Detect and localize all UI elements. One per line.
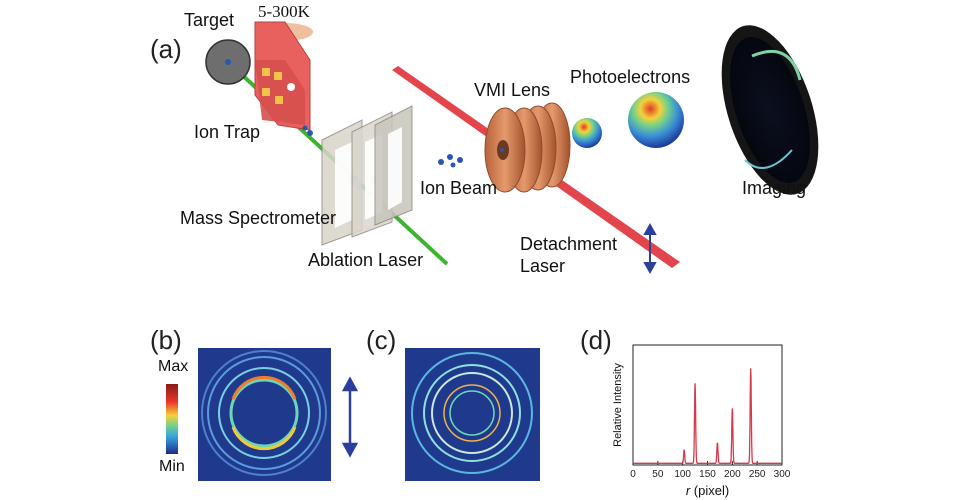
polarization-arrow-a — [643, 222, 657, 275]
photoelectron-sphere-small — [572, 118, 602, 148]
x-tick-label: 100 — [674, 469, 691, 480]
photoelectron-sphere-large — [628, 92, 684, 148]
x-tick-label: 50 — [652, 469, 664, 480]
label-photoelectrons: Photoelectrons — [570, 67, 691, 87]
reconstructed-image-c — [405, 348, 540, 481]
panel-label-d: (d) — [580, 325, 612, 355]
vmi-lens — [484, 102, 571, 193]
label-target: Target — [184, 10, 235, 30]
label-imaging: Imaging — [742, 178, 807, 198]
polarization-arrow-b — [341, 376, 359, 458]
x-tick-label: 200 — [724, 469, 741, 480]
spectrum-line — [633, 368, 782, 464]
label-detachment: Detachment — [520, 234, 618, 254]
panel-label-c: (c) — [366, 325, 397, 355]
raw-image-b — [198, 348, 331, 481]
photoelectron-spectrum-chart: 0 50 100 150 200 250 300 r (pixel) Relative Inte… — [612, 344, 791, 498]
imaging-detector — [721, 25, 819, 195]
colorbar-max-label: Max — [158, 358, 189, 375]
colorbar-min-label: Min — [159, 458, 185, 475]
x-tick-label: 250 — [749, 469, 766, 480]
label-ion-beam: Ion Beam — [420, 178, 498, 198]
panel-label-b: (b) — [150, 325, 182, 355]
label-laser: Laser — [520, 256, 566, 276]
label-ion-trap: Ion Trap — [194, 122, 261, 142]
label-ablation-laser: Ablation Laser — [308, 250, 424, 270]
x-tick-label: 150 — [699, 469, 716, 480]
y-axis-label: Relative Intensity — [612, 363, 624, 447]
colorbar — [166, 384, 178, 454]
mass-spectrometer-plates — [321, 105, 413, 246]
label-mass-spectrometer: Mass Spectrometer — [180, 208, 337, 228]
x-tick-label: 300 — [774, 469, 791, 480]
panel-label-a: (a) — [150, 34, 182, 64]
x-axis-label: r (pixel) — [686, 483, 729, 498]
ion-trap — [254, 21, 311, 131]
x-tick-label: 0 — [630, 469, 636, 480]
label-temperature: 5-300K — [258, 2, 310, 21]
label-vmi-lens: VMI Lens — [474, 80, 551, 100]
plot-frame — [632, 344, 783, 466]
